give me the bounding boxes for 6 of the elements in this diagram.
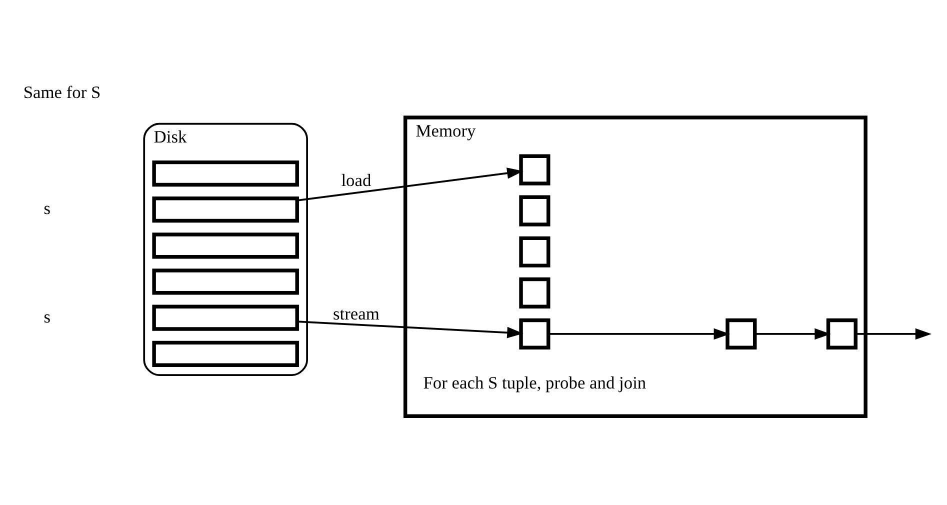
diagram-title: Same for S: [23, 82, 101, 102]
label: s: [44, 198, 50, 218]
label: For each S tuple, probe and join: [423, 372, 646, 392]
edge-label: stream: [332, 303, 380, 324]
label: s: [44, 306, 50, 326]
edge-label: load: [341, 170, 372, 190]
